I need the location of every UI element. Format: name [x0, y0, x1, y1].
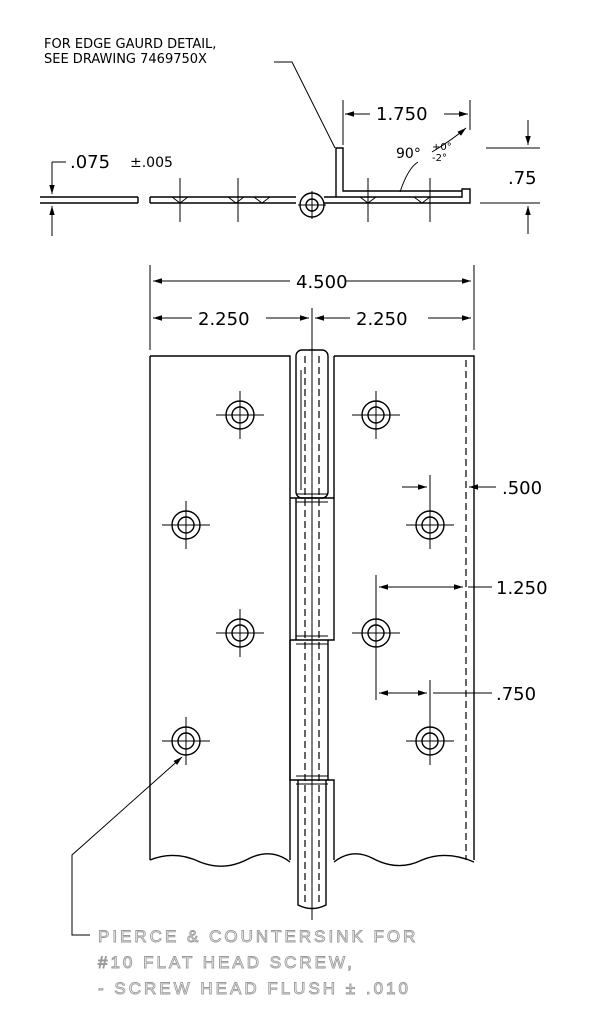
thickness-tolerance: ±.005 [130, 155, 173, 171]
half-width-right-value: 2.250 [356, 309, 408, 330]
angle-dimension: 90° +0° -2° [396, 127, 467, 193]
screw-hole [352, 391, 400, 439]
screw-hole [216, 391, 264, 439]
screw-hole [162, 717, 210, 765]
flange-width-value: 1.750 [376, 104, 428, 125]
edge-offset-value: .500 [502, 478, 542, 499]
screw-hole [162, 501, 210, 549]
hole-offset-inner-value: 1.250 [496, 578, 548, 599]
edge-offset-dimension: .500 [402, 478, 542, 499]
flange-height-value: .75 [508, 168, 537, 189]
screw-hole [352, 575, 400, 700]
pierce-note-line3: - SCREW HEAD FLUSH ± .010 [98, 979, 411, 998]
screw-hole [406, 680, 454, 765]
pierce-note-line2: #10 FLAT HEAD SCREW, [98, 953, 355, 972]
pierce-leader [71, 756, 183, 936]
overall-width-value: 4.500 [296, 272, 348, 293]
screw-hole [216, 609, 264, 657]
overall-width-dimension: 4.500 [149, 265, 475, 350]
flange-height-dimension: .75 [480, 120, 540, 234]
half-width-left-value: 2.250 [198, 309, 250, 330]
pierce-note-line1: PIERCE & COUNTERSINK FOR [98, 927, 418, 946]
angle-value: 90° [396, 146, 421, 162]
thickness-dimension: .075 ±.005 [49, 152, 173, 236]
hole-offset-outer-dimension: .750 [379, 684, 536, 705]
plan-view [149, 330, 475, 920]
profile-view [40, 147, 471, 222]
edge-guard-note-line2: SEE DRAWING 7469750X [44, 52, 207, 67]
thickness-value: .075 [70, 152, 110, 173]
half-width-dimensions: 2.250 2.250 [153, 308, 471, 350]
screw-hole [406, 475, 454, 549]
hole-offset-outer-value: .750 [496, 684, 536, 705]
edge-guard-leader [274, 61, 336, 149]
hole-offset-inner-dimension: 1.250 [379, 578, 548, 599]
edge-guard-note-line1: FOR EDGE GAURD DETAIL, [44, 37, 216, 52]
flange-width-dimension: 1.750 [342, 100, 471, 145]
angle-tol-plus: +0° [432, 142, 452, 153]
angle-tol-minus: -2° [432, 153, 447, 164]
